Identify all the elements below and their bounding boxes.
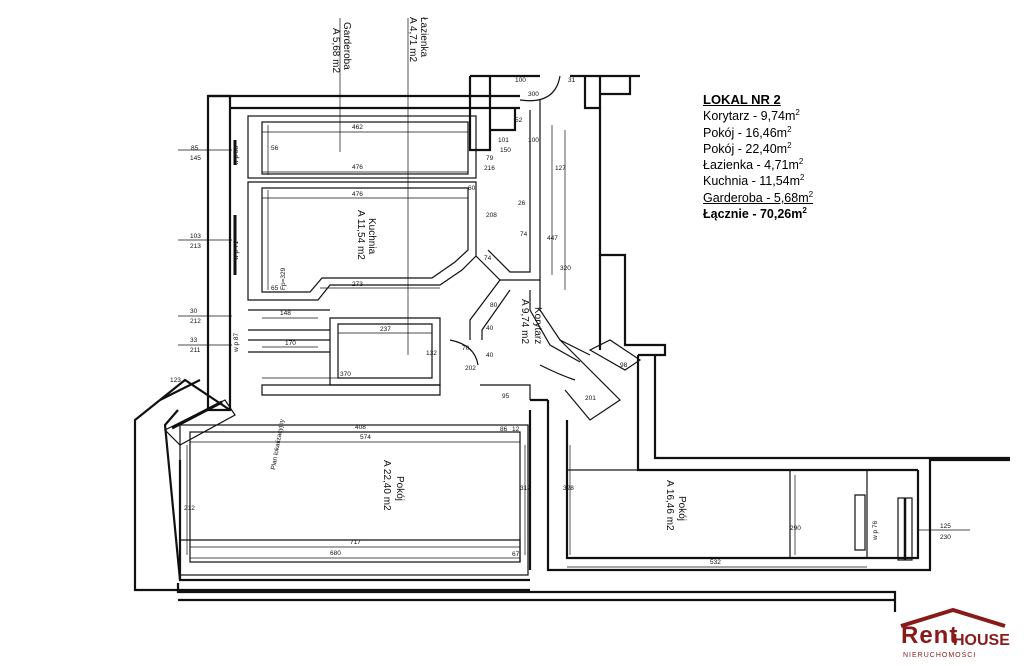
dim-74: 74 [484,255,492,262]
dim-290: 290 [790,525,801,532]
room-lazienka-area: A 4,71 m2 [407,17,418,62]
dim-202: 202 [465,365,476,372]
dim-476: 476 [352,191,363,198]
dim-30: 30 [190,308,198,315]
dim-532: 532 [710,559,721,566]
dim-447: 447 [547,235,558,242]
dim-300: 300 [528,91,539,98]
dim-680: 680 [330,550,341,557]
note-wp88: w p 88 [233,145,240,166]
dim-40: 40 [486,352,494,359]
legend-title: LOKAL NR 2 [703,92,781,107]
dim-408: 408 [355,424,366,431]
dim-26: 26 [518,200,526,207]
logo-roof-icon [900,608,1006,628]
dim-717: 717 [350,539,361,546]
room-garderoba-area: A 5,68 m2 [330,28,341,73]
dim-98: 98 [620,362,628,369]
dim-462: 462 [352,124,363,131]
room-pokoj1-name: Pokój [394,476,405,501]
room-kuchnia-name: Kuchnia [366,218,377,255]
room-pokoj2-name: Pokój [676,496,687,521]
legend-row: Kuchnia - 11,54m2 [703,173,805,189]
dim-100: 100 [515,77,526,84]
legend-row: Łazienka - 4,71m2 [703,157,804,173]
room-lazienka-name: Łazienka [418,17,429,57]
legend-row: Korytarz - 9,74m2 [703,108,800,124]
dim-370: 370 [340,371,351,378]
dim-70: 70 [462,345,470,352]
dim-211: 211 [190,347,201,354]
dim-100: 100 [528,137,539,144]
room-kuchnia-area: A 11,54 m2 [355,210,366,260]
note-wp87: w p 87 [233,332,240,353]
note-plan-label: Plan lokalizacyjny [270,418,286,470]
note-wp76: w p 76 [872,520,879,541]
dim-40: 40 [486,325,494,332]
dim-101: 101 [498,137,509,144]
dim-476: 476 [352,164,363,171]
dim-79: 79 [486,155,494,162]
legend-row: Garderoba - 5,68m2 [703,189,814,205]
dim-125: 125 [940,523,951,530]
room-pokoj2-area: A 16,46 m2 [664,480,675,531]
dim-208: 208 [486,212,497,219]
internal-walls [159,75,913,576]
dim-86: 86 [500,426,508,433]
dim-170: 170 [285,340,296,347]
logo-text-house: HOUSE [953,632,1010,649]
dim-132: 132 [426,350,437,357]
dim-123: 123 [170,377,181,384]
dim-85: 85 [191,145,199,152]
room-garderoba-name: Garderoba [341,22,352,70]
dim-150: 150 [500,147,511,154]
rent-house-logo: Rent HOUSE NIERUCHOMOŚCI [893,608,1018,664]
dim-31: 31 [568,77,576,84]
legend-total: Łącznie - 70,26m2 [703,205,807,222]
room-korytarz-area: A 9,74 m2 [519,299,530,344]
dim-80: 80 [490,302,498,309]
dim-33: 33 [190,337,198,344]
dim-148: 148 [280,310,291,317]
room-labels: Garderoba A 5,68 m2 Łazienka A 4,71 m2 K… [330,17,687,531]
area-legend: LOKAL NR 2 Korytarz - 9,74m2 Pokój - 16,… [703,92,813,222]
dim-213: 213 [190,243,201,250]
dim-65: 65 [271,285,279,292]
dim-60: 60 [468,185,476,192]
dimension-labels: 462 476 476 273 237 370 148 170 408 574 … [170,77,951,566]
room-pokoj1-area: A 22,40 m2 [381,460,392,511]
dim-237: 237 [380,326,391,333]
dim-328: 328 [563,485,574,492]
dim-103: 103 [190,233,201,240]
legend-row: Pokój - 16,46m2 [703,124,792,140]
dim-74: 74 [520,231,528,238]
dim-212: 212 [190,318,201,325]
dim-12: 12 [512,426,520,433]
dim-574: 574 [360,434,371,441]
dim-273: 273 [352,281,363,288]
dim-95: 95 [502,393,510,400]
logo-text-rent: Rent [901,622,959,649]
dim-56: 56 [271,145,279,152]
dim-312: 312 [520,485,531,492]
dim-145: 145 [190,155,201,162]
dim-201: 201 [585,395,596,402]
legend-row: Pokój - 22,40m2 [703,140,792,156]
dim-230: 230 [940,534,951,541]
note-wp71: w p 71 [233,240,240,261]
dim-52: 52 [515,117,523,124]
note-fp329: Fp=329 [280,267,287,290]
dim-127: 127 [555,165,566,172]
logo-text-sub: NIERUCHOMOŚCI [903,652,977,659]
room-korytarz-name: Korytarz [532,307,543,344]
dim-67: 67 [512,551,520,558]
dim-212: 212 [184,505,195,512]
dim-216: 216 [484,165,495,172]
dim-320: 320 [560,265,571,272]
dimension-lines [178,18,970,568]
